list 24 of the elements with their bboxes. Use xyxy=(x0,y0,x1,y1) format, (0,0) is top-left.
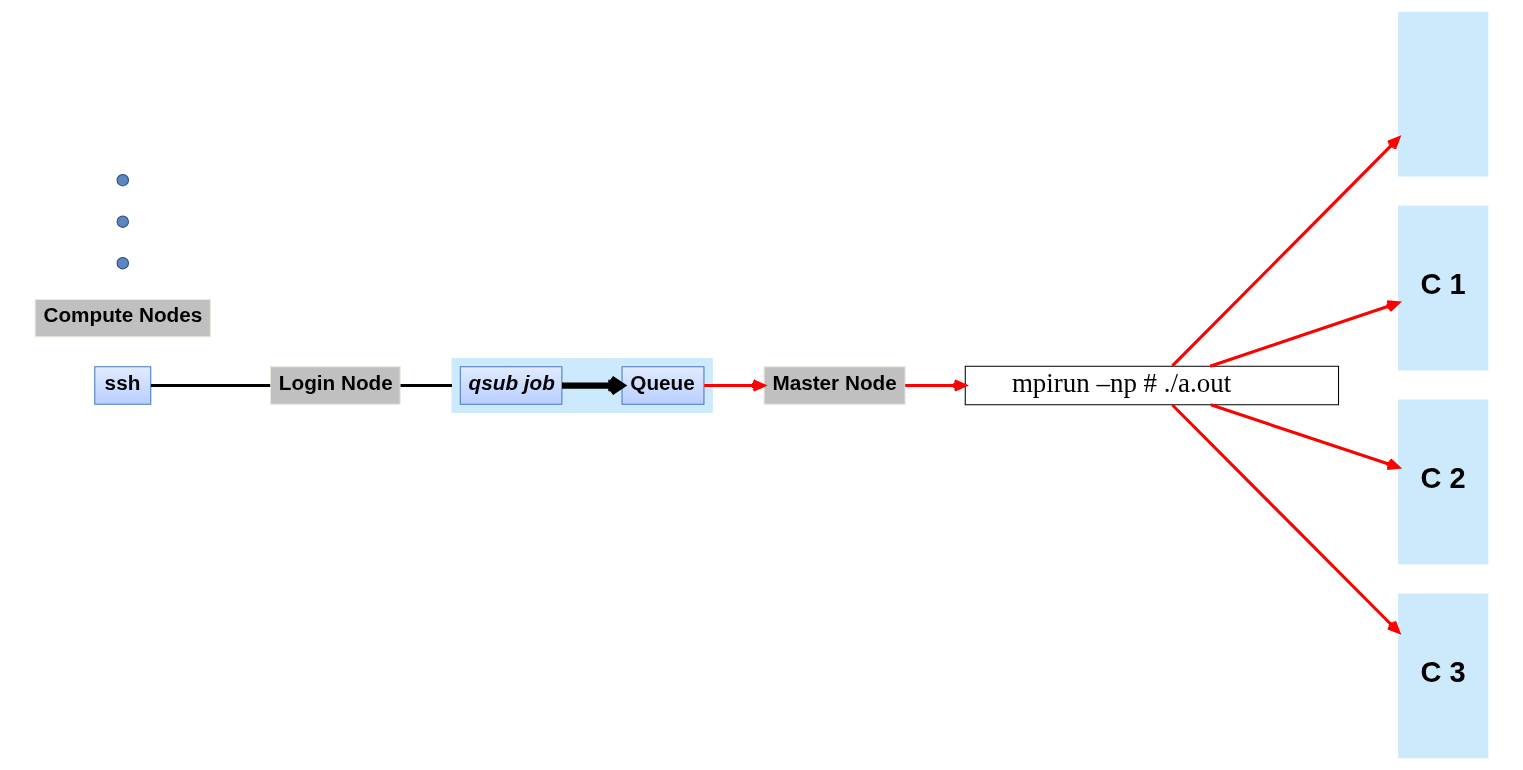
node-box: Master Node xyxy=(763,366,906,405)
arrow xyxy=(704,379,766,392)
node-box: ssh xyxy=(94,366,152,405)
arrow xyxy=(1210,403,1401,471)
node-box: C 2 xyxy=(1398,399,1489,565)
node-circle xyxy=(116,256,129,270)
arrow xyxy=(1209,300,1400,368)
node-box: mpirun –np # ./a.out xyxy=(964,365,1340,406)
node-box: Compute Nodes xyxy=(34,298,211,338)
node-box: Queue xyxy=(621,366,705,405)
node-bar xyxy=(1398,11,1489,177)
arrow xyxy=(905,379,967,392)
node-circle xyxy=(116,174,129,187)
arrow xyxy=(562,375,625,396)
node-box: C 3 xyxy=(1398,593,1489,759)
connector xyxy=(150,383,271,388)
node-box: qsub job xyxy=(459,366,563,405)
node-box: Login Node xyxy=(270,366,401,405)
node-circle xyxy=(116,215,129,228)
arrow xyxy=(1171,136,1401,368)
node-box: C 1 xyxy=(1398,205,1489,371)
cluster xyxy=(451,358,713,413)
arrow xyxy=(1171,403,1401,634)
connector xyxy=(400,383,452,388)
